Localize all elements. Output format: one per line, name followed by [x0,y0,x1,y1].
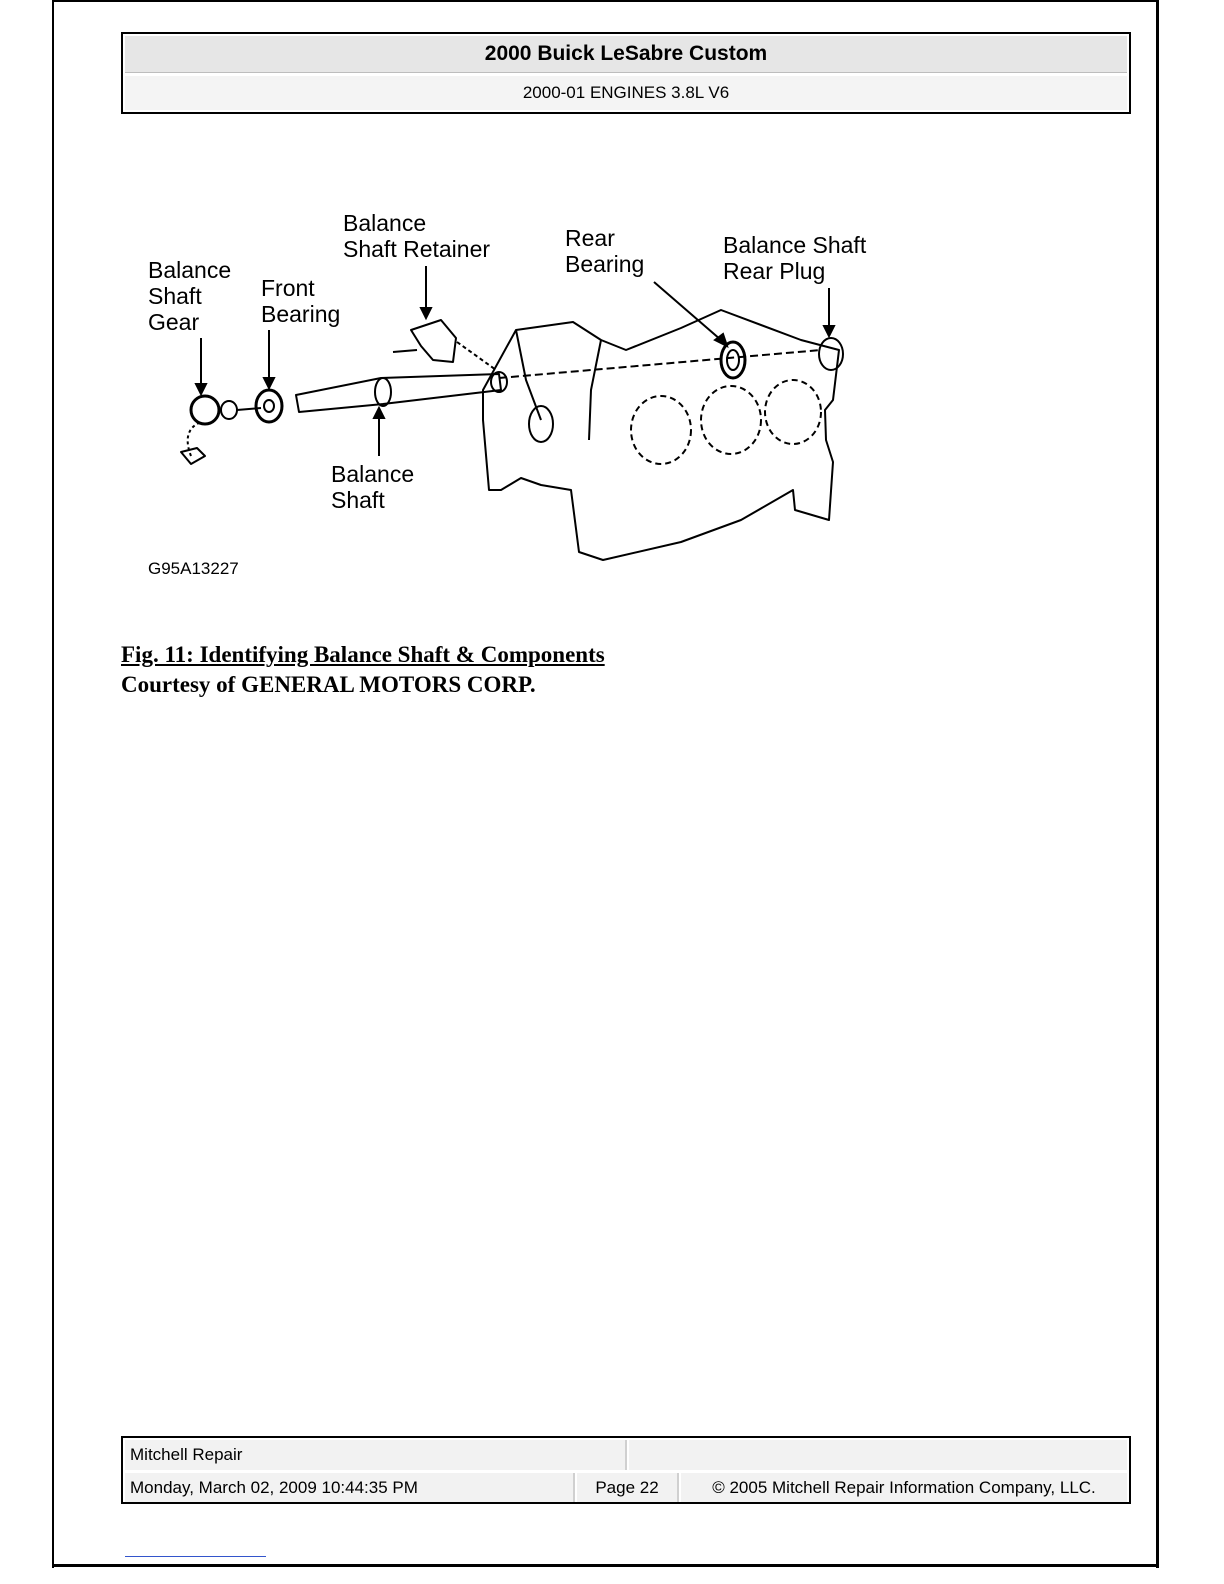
label-rear-bearing-line1: Rear [565,225,615,251]
page-border-bottom [52,1564,1159,1567]
front-bearing [254,388,284,424]
label-rear-plug-line2: Rear Plug [723,258,825,284]
footer-source: Mitchell Repair [125,1440,627,1470]
label-front-bearing-line1: Front [261,275,315,301]
label-rear-plug-line1: Balance Shaft [723,232,867,258]
balance-shaft-body [295,373,502,413]
arrow-retainer-head [419,307,433,321]
arrow-rear-bearing-head [713,332,729,348]
rear-bearing [719,340,747,380]
arrow-balance-shaft-head [372,405,386,419]
figure-caption: Fig. 11: Identifying Balance Shaft & Com… [121,640,605,700]
footer-row-meta: Monday, March 02, 2009 10:44:35 PM Page … [125,1473,1127,1502]
footer-copyright: © 2005 Mitchell Repair Information Compa… [681,1473,1127,1502]
label-rear-bearing-line2: Bearing [565,251,644,277]
label-balance-shaft-line2: Shaft [331,487,385,513]
vehicle-title: 2000 Buick LeSabre Custom [125,36,1127,73]
shaft-rear-journal [490,371,508,393]
shaft-journal [374,377,392,407]
arrow-rear-bearing [653,281,722,341]
cylinder-bore-1 [630,395,692,465]
balance-shaft-gear [189,394,221,426]
label-gear-line3: Gear [148,309,199,335]
cylinder-bore-3 [764,379,822,445]
bottom-link-underline [125,1556,266,1557]
footer-empty-cell [629,1440,1127,1470]
label-front-bearing-line2: Bearing [261,301,340,327]
balance-shaft-diagram: Balance Shaft Retainer Rear Bearing Bala… [121,190,901,600]
engine-block-outline [482,309,840,561]
retainer-path [456,341,497,371]
label-gear-line1: Balance [148,257,231,283]
arrow-front-bearing-head [262,377,276,391]
label-retainer-line1: Balance [343,210,426,236]
bolt-path [186,421,202,457]
figure-code: G95A13227 [148,559,239,578]
diagram-svg: Balance Shaft Retainer Rear Bearing Bala… [148,210,867,578]
retainer-bolt [392,349,418,353]
label-balance-shaft-line1: Balance [331,461,414,487]
block-divider [588,339,602,441]
shaft-axis-line [498,349,822,379]
arrow-rear-plug-head [822,325,836,339]
label-gear-line2: Shaft [148,283,202,309]
rear-plug [818,337,844,371]
gear-bolt [180,447,206,465]
figure-courtesy: Courtesy of GENERAL MOTORS CORP. [121,672,536,697]
block-lower-opening [528,405,554,443]
section-subtitle: 2000-01 ENGINES 3.8L V6 [125,76,1127,110]
footer-page-number: Page 22 [577,1473,679,1502]
balance-shaft-retainer [410,319,457,363]
footer-datetime: Monday, March 02, 2009 10:44:35 PM [125,1473,575,1502]
page-border-top [52,0,1159,2]
front-bearing-inner [263,399,275,413]
figure-title: Fig. 11: Identifying Balance Shaft & Com… [121,642,605,667]
page-border-right [1156,0,1159,1568]
cylinder-bore-2 [700,385,762,455]
page-footer: Mitchell Repair Monday, March 02, 2009 1… [121,1436,1131,1504]
page-header: 2000 Buick LeSabre Custom 2000-01 ENGINE… [121,32,1131,114]
label-retainer-line2: Shaft Retainer [343,236,490,262]
page-border-left [52,0,54,1568]
footer-row-source: Mitchell Repair [125,1440,1127,1470]
rear-bearing-inner [726,349,740,371]
arrow-gear-head [194,383,208,397]
gear-spacer [220,400,238,420]
